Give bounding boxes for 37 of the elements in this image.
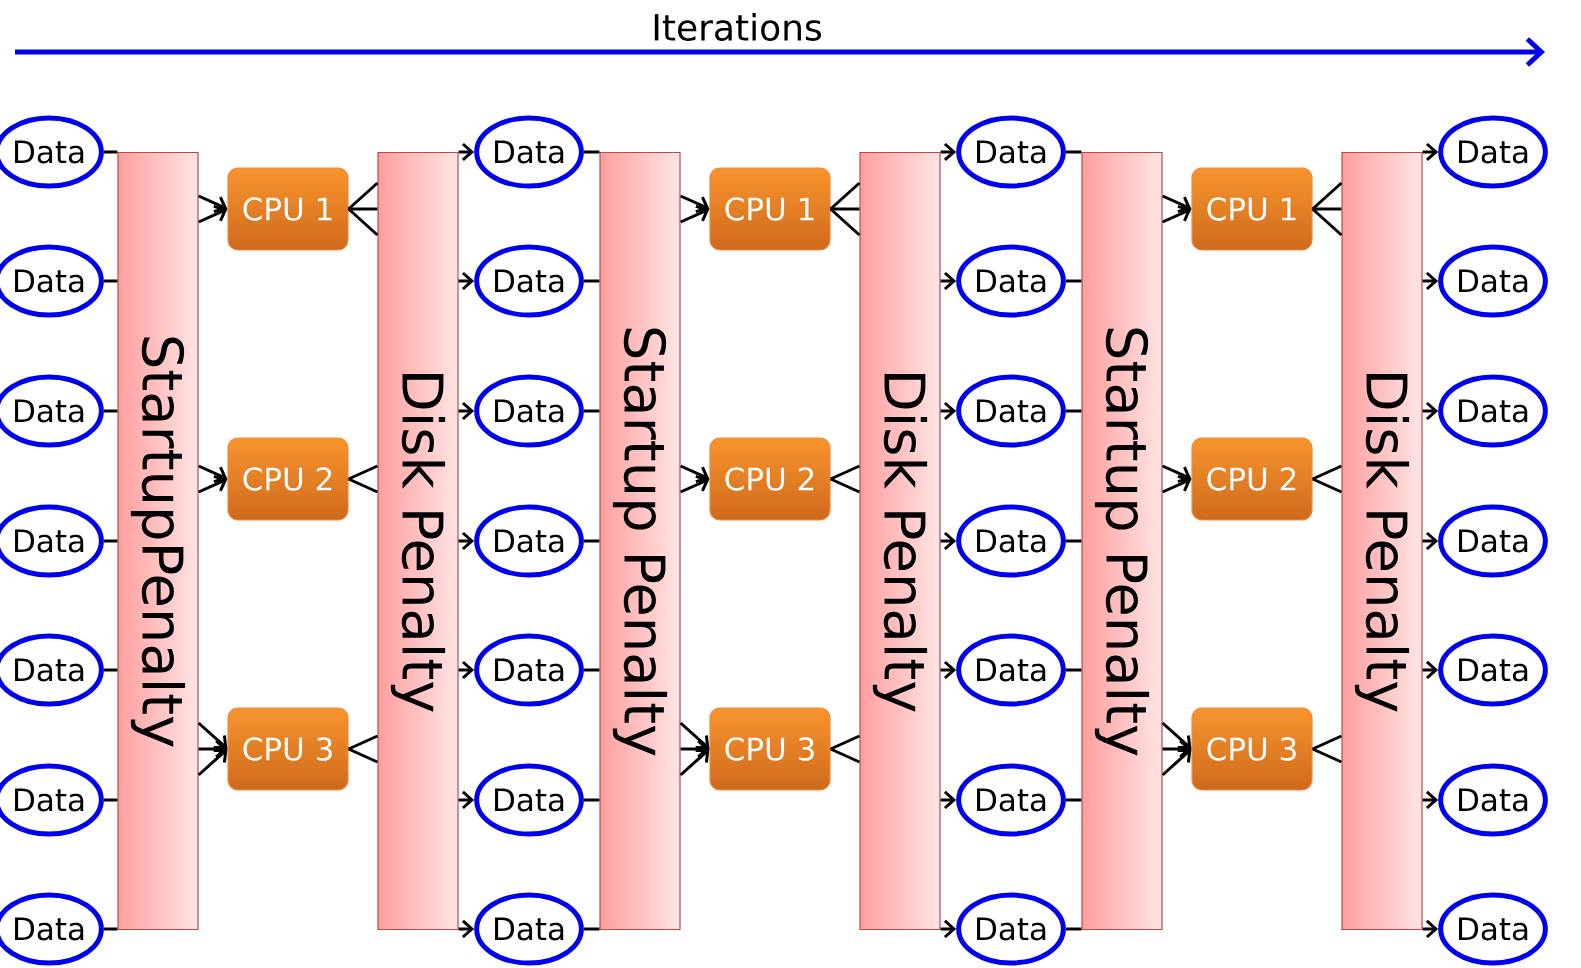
arrow (680, 474, 710, 494)
penalty-bar: Startup Penalty (599, 151, 681, 931)
penalty-bar: Disk Penalty (1341, 151, 1423, 931)
arrow (1162, 474, 1192, 494)
arrow (198, 204, 228, 224)
arrow (680, 739, 710, 759)
arrow (680, 194, 710, 214)
arrow (680, 204, 710, 224)
arrow (1162, 739, 1192, 759)
arrow (679, 749, 710, 777)
cpu-box: CPU 2 (1191, 437, 1313, 521)
cpu-box: CPU 2 (227, 437, 349, 521)
cpu-box: CPU 3 (227, 707, 349, 791)
penalty-bar: Disk Penalty (859, 151, 941, 931)
cpu-box: CPU 2 (709, 437, 831, 521)
arrow (198, 739, 228, 759)
arrow (197, 749, 228, 777)
arrow (1162, 464, 1192, 484)
penalty-bar: Startup Penalty (1081, 151, 1163, 931)
arrow (1162, 194, 1192, 214)
penalty-bar: Disk Penalty (377, 151, 459, 931)
cpu-box: CPU 1 (1191, 167, 1313, 251)
cpu-box: CPU 1 (709, 167, 831, 251)
arrow (680, 464, 710, 484)
arrow (1161, 721, 1192, 749)
cpu-box: CPU 1 (227, 167, 349, 251)
arrow (197, 721, 228, 749)
penalty-bar: StartupPenalty (117, 151, 199, 931)
arrow (198, 464, 228, 484)
arrow (1161, 749, 1192, 777)
axis-label: Iterations (654, 13, 821, 41)
arrow (198, 194, 228, 214)
arrow (198, 474, 228, 494)
arrow (679, 721, 710, 749)
cpu-box: CPU 3 (1191, 707, 1313, 791)
arrow (1162, 204, 1192, 224)
cpu-box: CPU 3 (709, 707, 831, 791)
